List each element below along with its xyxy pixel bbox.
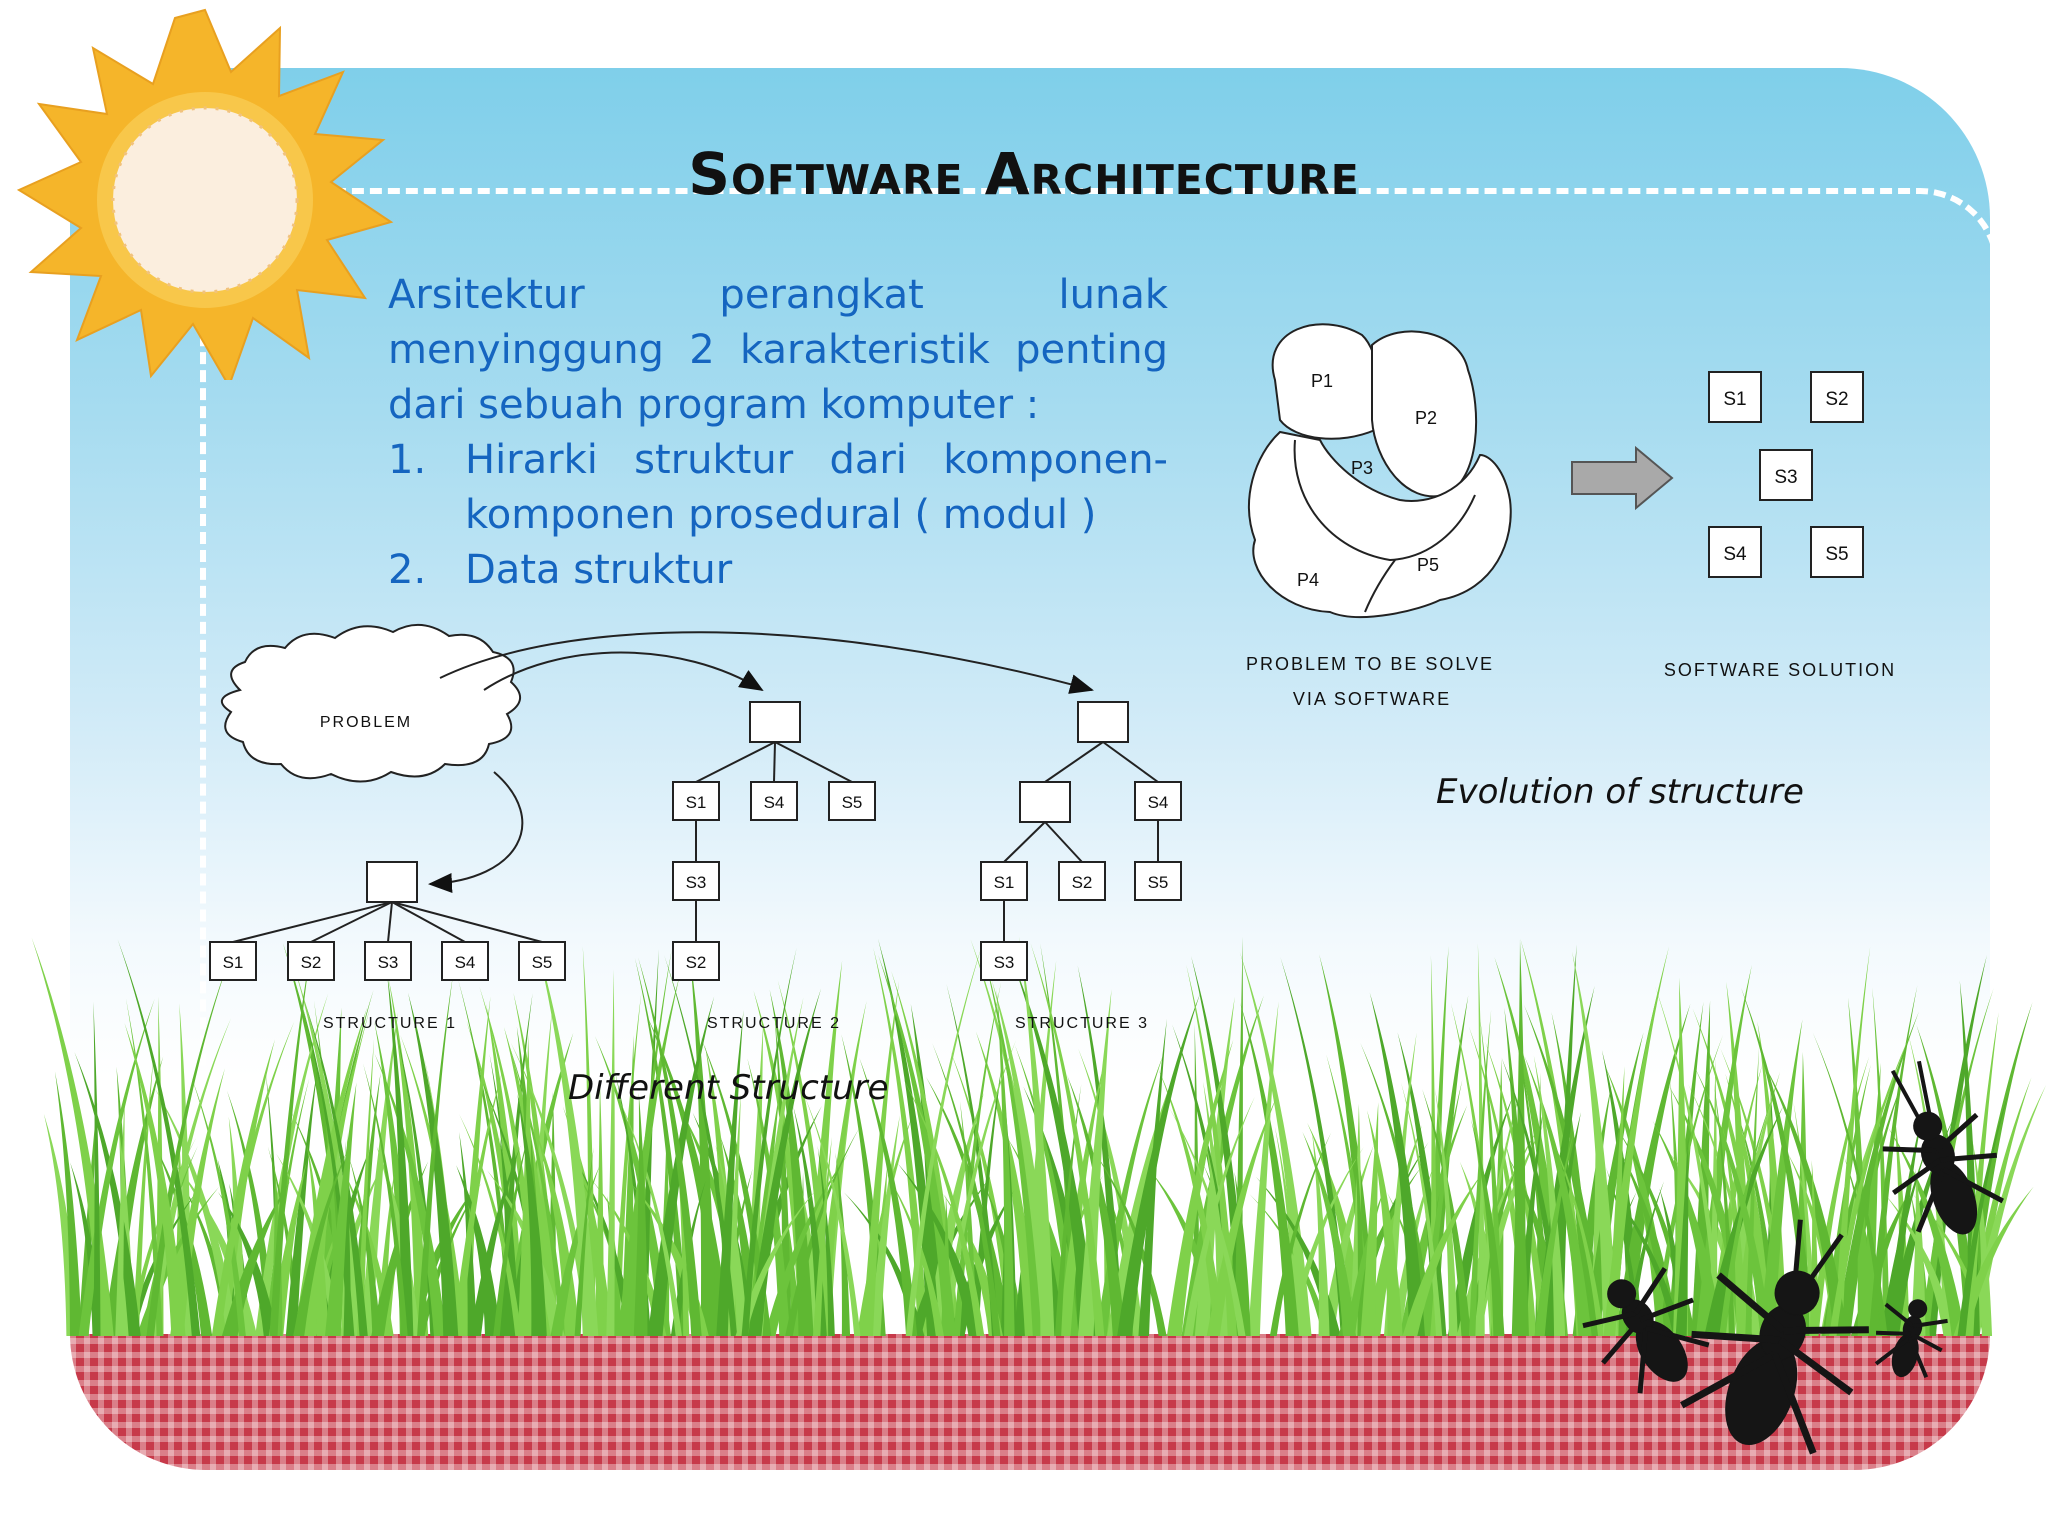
node-label: S3 <box>378 953 399 972</box>
different-structure-caption: Different Structure <box>568 1068 889 1108</box>
solution-box-label: S4 <box>1723 544 1747 565</box>
node-label: S2 <box>1072 873 1093 892</box>
list-item: 2. Data struktur <box>388 543 1168 598</box>
node-label: S4 <box>455 953 476 972</box>
evolution-caption: Evolution of structure <box>1436 772 1804 812</box>
solution-box-label: S1 <box>1723 389 1746 410</box>
node-label: S2 <box>686 953 707 972</box>
structure-1-label: STRUCTURE 1 <box>323 1015 457 1032</box>
sun-center <box>113 108 297 292</box>
solution-caption: SOFTWARE SOLUTION <box>1664 660 1896 680</box>
blob-part-label: P3 <box>1351 458 1373 478</box>
blob-part-label: P2 <box>1415 408 1437 428</box>
node-label: S3 <box>686 873 707 892</box>
node-label: S5 <box>532 953 553 972</box>
structure-3-label: STRUCTURE 3 <box>1015 1015 1149 1032</box>
problem-label: PROBLEM <box>320 714 412 731</box>
list-number: 1. <box>388 437 427 483</box>
node-label: S2 <box>301 953 322 972</box>
intro-paragraph: Arsitektur perangkat lunak menyinggung 2… <box>388 272 1168 428</box>
arrow-to-structure-3 <box>439 631 1094 694</box>
list-number: 2. <box>388 547 427 593</box>
node-label: S1 <box>223 953 244 972</box>
body-text: Arsitektur perangkat lunak menyinggung 2… <box>388 268 1168 598</box>
arrow-to-structure-1 <box>428 771 524 893</box>
blob-part-label: P5 <box>1417 555 1439 575</box>
node-label: S4 <box>764 793 785 812</box>
solution-box-label: S3 <box>1774 467 1797 488</box>
blob-part-label: P4 <box>1297 570 1319 590</box>
node-label: S5 <box>1148 873 1169 892</box>
solution-box-label: S2 <box>1825 389 1848 410</box>
solution-box-label: S5 <box>1825 544 1848 565</box>
node-label: S1 <box>994 873 1015 892</box>
list-item-text: Hirarki struktur dari komponen-komponen … <box>465 437 1168 538</box>
node-label: S3 <box>994 953 1015 972</box>
node-label: S1 <box>686 793 707 812</box>
sun-illustration <box>16 8 394 380</box>
problem-caption-line2: VIA SOFTWARE <box>1293 689 1451 709</box>
list-item: 1. Hirarki struktur dari komponen-kompon… <box>388 433 1168 543</box>
problem-cloud <box>220 624 521 783</box>
dashed-frame <box>200 188 1990 1368</box>
structure-2-label: STRUCTURE 2 <box>707 1015 841 1032</box>
arrow-to-structure-2 <box>483 651 764 692</box>
problem-caption-line1: PROBLEM TO BE SOLVE <box>1246 654 1494 674</box>
list-item-text: Data struktur <box>465 547 733 593</box>
node-label: S5 <box>842 793 863 812</box>
node-label: S4 <box>1148 793 1169 812</box>
blob-part-label: P1 <box>1311 371 1333 391</box>
page-title: Software Architecture <box>688 140 1360 208</box>
evolution-arrow <box>1571 445 1674 511</box>
